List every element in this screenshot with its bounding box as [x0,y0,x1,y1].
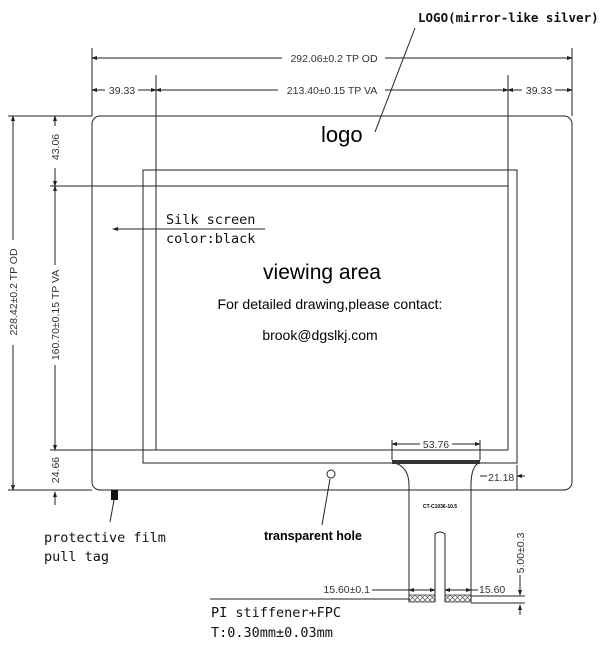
va-width-label: 213.40±0.15 TP VA [287,85,377,97]
pull-tag-label-1: protective film [44,530,166,546]
connector-width-label: 53.76 [423,439,449,451]
contact-email: brook@dgslkj.com [262,327,377,343]
top-margin-label: 43.06 [50,134,62,160]
transparent-hole-label: transparent hole [264,529,362,543]
od-height-label: 228.42±0.2 TP OD [8,248,20,336]
silk-screen-border [142,169,518,464]
panel-outline [91,115,573,491]
pull-tag-label-2: pull tag [44,549,109,565]
stiffener-label-2: T:0.30mm±0.03mm [211,625,333,641]
fpc-offset-label: 21.18 [488,472,514,484]
left-margin-label: 39.33 [109,85,135,97]
logo-leader-line [374,27,416,133]
od-width-label: 292.06±0.2 TP OD [290,53,378,65]
bottom-margin-label: 24.66 [50,457,62,483]
right-margin-label: 39.33 [526,85,552,97]
stiffener-left-label: 15.60±0.1 [323,584,370,596]
contact-text: For detailed drawing,please contact: [218,296,443,312]
va-height-label: 160.70±0.15 TP VA [50,270,62,360]
pull-tag-icon [111,490,118,500]
left-dimensions: 228.42±0.2 TP OD 43.06 160.70±0.15 TP VA… [8,115,92,505]
viewing-area-label: viewing area [263,261,381,284]
fpc-code: CT-C1036-10.5 [423,504,457,510]
logo-text: logo [321,122,363,147]
viewing-area-outline [50,75,509,451]
stiffener-label-1: PI stiffener+FPC [211,605,341,621]
silk-screen-label-1: Silk screen [166,212,255,228]
silk-screen-label-2: color:black [166,231,255,247]
fpc-tail: CT-C1036-10.5 53.76 21.18 15.60±0.1 15.6… [323,439,527,615]
top-dimensions: 292.06±0.2 TP OD 39.33 213.40±0.15 TP VA… [91,48,573,116]
logo-callout: LOGO(mirror-like silver) [418,10,599,25]
transparent-hole-icon [326,469,336,479]
stiffener-height-label: 5.00±0.3 [515,532,527,573]
stiffener-right-label: 15.60 [479,584,505,596]
